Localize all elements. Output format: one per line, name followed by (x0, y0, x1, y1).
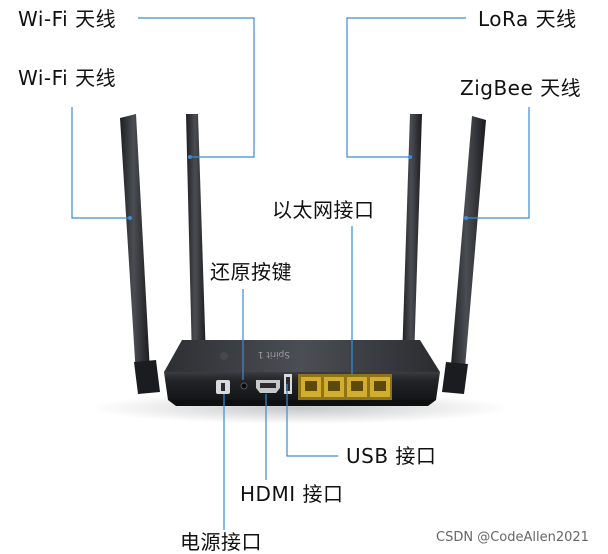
label-power-port: 电源接口 (180, 530, 262, 554)
label-hdmi-port: HDMI 接口 (240, 482, 344, 506)
antenna-wifi-inner (186, 114, 206, 360)
antenna-lora (402, 114, 422, 360)
callout-dots (128, 155, 468, 220)
label-wifi-antenna-second: Wi-Fi 天线 (18, 66, 117, 90)
antenna-zigbee (442, 116, 486, 394)
callout-wifi-second (71, 107, 130, 219)
watermark: CSDN @CodeAllen2021 (436, 530, 589, 545)
usb-port (284, 374, 292, 394)
power-port (216, 380, 230, 394)
ethernet-ports (298, 374, 392, 400)
antenna-wifi-left (120, 114, 160, 394)
hdmi-port (256, 380, 280, 393)
label-wifi-antenna-top: Wi-Fi 天线 (18, 7, 117, 31)
callout-usb (286, 384, 338, 457)
callout-zigbee (466, 107, 530, 219)
label-zigbee-antenna: ZigBee 天线 (460, 76, 582, 100)
reset-hole (240, 382, 248, 390)
model-text: Spirit 1 (258, 349, 290, 359)
label-reset-button: 还原按键 (210, 260, 292, 284)
callout-wifi-top (138, 17, 255, 158)
callout-lines (71, 17, 530, 530)
label-usb-port: USB 接口 (346, 444, 437, 468)
label-ethernet-ports: 以太网接口 (272, 198, 375, 222)
label-lora-antenna: LoRa 天线 (478, 7, 577, 31)
callout-lora (346, 17, 466, 158)
